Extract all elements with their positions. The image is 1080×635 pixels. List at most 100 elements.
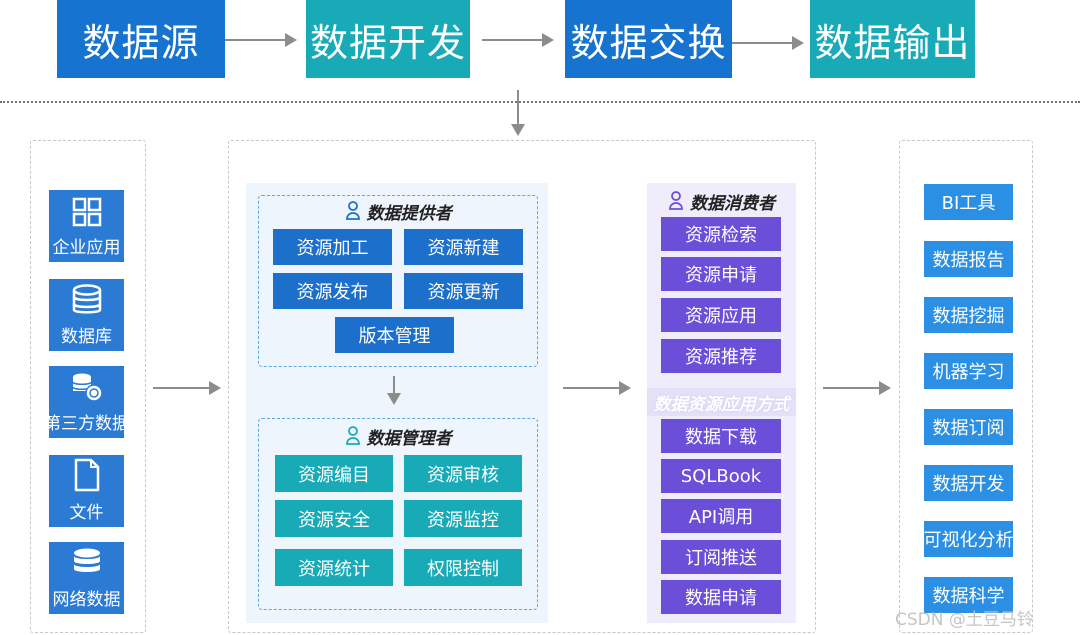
provider-item-label: 资源新建 bbox=[427, 238, 500, 259]
provider-item: 资源更新 bbox=[404, 273, 523, 309]
flow-arrow bbox=[563, 381, 631, 395]
source-tile-database: 数据库 bbox=[49, 279, 124, 351]
watermark-text: CSDN @土豆马铃 bbox=[895, 610, 1034, 629]
provider-item: 资源新建 bbox=[404, 229, 523, 265]
manager-group bbox=[258, 418, 538, 610]
consumer-item: 资源申请 bbox=[661, 257, 781, 291]
manager-item: 权限控制 bbox=[404, 549, 522, 586]
manager-item: 资源审核 bbox=[404, 455, 522, 492]
manager-title-text: 数据管理者 bbox=[366, 428, 452, 449]
method-item-label: 数据下载 bbox=[685, 427, 757, 448]
output-item-label: 数据报告 bbox=[932, 250, 1005, 271]
output-item-label: 数据挖掘 bbox=[932, 306, 1005, 327]
manager-item-label: 资源审核 bbox=[427, 464, 499, 486]
user-icon bbox=[669, 191, 683, 210]
consumer-title-text: 数据消费者 bbox=[690, 193, 775, 214]
output-item: 数据报告 bbox=[924, 241, 1013, 277]
consumer-item-label: 资源检索 bbox=[685, 225, 757, 246]
provider-item-label: 资源发布 bbox=[296, 282, 369, 303]
flow-arrow bbox=[482, 33, 554, 47]
manager-item: 资源安全 bbox=[275, 500, 393, 537]
down-arrow bbox=[387, 376, 401, 405]
flow-step-label: 数据开发 bbox=[309, 20, 466, 65]
provider-item-label: 版本管理 bbox=[358, 326, 431, 347]
flow-step-label: 数据输出 bbox=[814, 20, 971, 65]
method-item-label: 数据申请 bbox=[685, 588, 757, 609]
output-item: 机器学习 bbox=[924, 353, 1013, 389]
provider-item: 版本管理 bbox=[335, 317, 454, 353]
provider-item-label: 资源加工 bbox=[296, 238, 369, 259]
manager-title: 数据管理者 bbox=[258, 423, 538, 449]
output-item-label: 数据订阅 bbox=[932, 418, 1005, 439]
consumer-title: 数据消费者 bbox=[647, 188, 796, 214]
output-item: 数据开发 bbox=[924, 465, 1013, 501]
user-icon bbox=[345, 201, 360, 220]
method-item: 数据下载 bbox=[661, 419, 781, 453]
output-item: 可视化分析 bbox=[924, 521, 1013, 557]
output-item-label: 可视化分析 bbox=[924, 530, 1013, 551]
manager-item-label: 资源编目 bbox=[298, 464, 370, 486]
flow-step-develop: 数据开发 bbox=[306, 0, 470, 78]
flow-step-label: 数据源 bbox=[82, 20, 200, 65]
grid-icon bbox=[72, 197, 101, 227]
flow-step-label: 数据交换 bbox=[570, 20, 727, 65]
methods-title-text: 数据资源应用方式 bbox=[653, 394, 790, 415]
flow-arrow bbox=[225, 33, 297, 47]
manager-item: 资源监控 bbox=[404, 500, 522, 537]
database-icon bbox=[72, 284, 101, 314]
method-item-label: SQLBook bbox=[680, 465, 762, 487]
provider-item: 资源发布 bbox=[273, 273, 392, 309]
source-tile-third-party: 第三方数据 bbox=[49, 366, 124, 438]
output-item: 数据订阅 bbox=[924, 409, 1013, 445]
provider-item-label: 资源更新 bbox=[427, 282, 500, 303]
output-item-label: 数据科学 bbox=[932, 586, 1005, 607]
flow-step-source: 数据源 bbox=[57, 0, 225, 78]
flow-step-exchange: 数据交换 bbox=[565, 0, 732, 78]
database-icon bbox=[73, 548, 100, 572]
consumer-item-label: 资源推荐 bbox=[685, 347, 757, 368]
manager-item-label: 权限控制 bbox=[427, 558, 499, 580]
output-item: 数据科学 bbox=[924, 577, 1013, 613]
method-item: 订阅推送 bbox=[661, 540, 781, 574]
output-item-label: 数据开发 bbox=[932, 474, 1005, 495]
manager-item-label: 资源统计 bbox=[298, 558, 370, 580]
down-arrow bbox=[511, 90, 525, 136]
provider-title-text: 数据提供者 bbox=[366, 203, 452, 224]
source-label: 企业应用 bbox=[52, 238, 121, 258]
center-panel bbox=[228, 140, 816, 633]
source-label: 网络数据 bbox=[52, 590, 121, 610]
watermark: CSDN @土豆马铃 bbox=[895, 605, 1075, 629]
methods-title: 数据资源应用方式 bbox=[647, 388, 796, 416]
flow-step-output: 数据输出 bbox=[810, 0, 975, 78]
output-item-label: BI工具 bbox=[941, 193, 996, 214]
consumer-item: 资源应用 bbox=[661, 298, 781, 332]
manager-item-label: 资源监控 bbox=[427, 509, 499, 531]
manager-item: 资源统计 bbox=[275, 549, 393, 586]
method-item-label: API调用 bbox=[688, 507, 754, 528]
output-item: 数据挖掘 bbox=[924, 297, 1013, 333]
flow-arrow bbox=[153, 381, 221, 395]
coins-database-icon bbox=[71, 373, 103, 402]
output-item-label: 机器学习 bbox=[932, 362, 1005, 383]
source-tile-file: 文件 bbox=[49, 455, 124, 527]
provider-title: 数据提供者 bbox=[258, 198, 538, 224]
source-label: 数据库 bbox=[61, 327, 112, 347]
consumer-item-label: 资源申请 bbox=[685, 265, 757, 286]
flow-arrow bbox=[823, 381, 891, 395]
consumer-item: 资源推荐 bbox=[661, 339, 781, 373]
source-label: 文件 bbox=[69, 503, 104, 523]
output-item: BI工具 bbox=[924, 184, 1013, 220]
provider-group bbox=[258, 195, 538, 367]
manager-item-label: 资源安全 bbox=[298, 509, 370, 531]
method-item: 数据申请 bbox=[661, 580, 781, 614]
file-icon bbox=[74, 458, 99, 492]
consumer-item-label: 资源应用 bbox=[685, 306, 757, 327]
manager-item: 资源编目 bbox=[275, 455, 393, 492]
sources-panel bbox=[30, 140, 146, 633]
source-tile-web-data: 网络数据 bbox=[49, 542, 124, 614]
source-label: 第三方数据 bbox=[49, 414, 124, 434]
flow-arrow bbox=[732, 36, 804, 50]
method-item-label: 订阅推送 bbox=[685, 548, 757, 569]
source-tile-enterprise-app: 企业应用 bbox=[49, 190, 124, 262]
method-item: API调用 bbox=[661, 499, 781, 533]
